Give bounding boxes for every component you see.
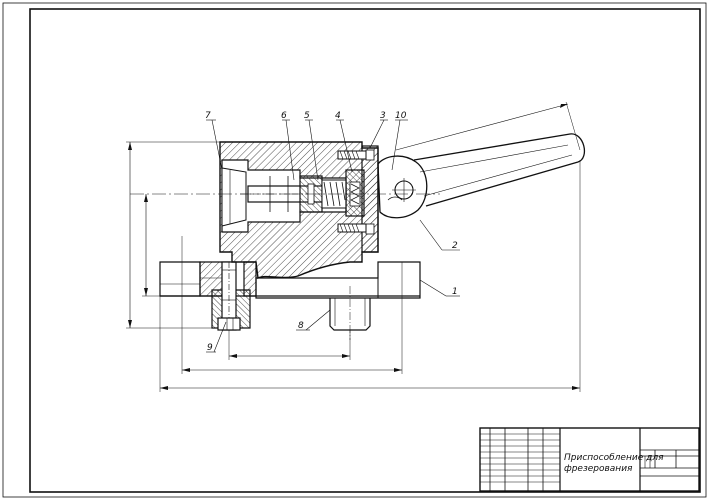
eccentric-cam — [377, 155, 428, 219]
cam-handle — [413, 133, 586, 207]
inner-drawing-frame — [29, 8, 701, 493]
callout-9: 9 — [207, 343, 213, 353]
title-block: Приспособление для фрезерования — [479, 427, 700, 492]
cover-plate — [361, 145, 379, 253]
callout-10: 10 — [395, 111, 407, 121]
callout-4: 4 — [335, 111, 341, 121]
callout-2: 2 — [452, 241, 458, 251]
callout-labels: 7 6 5 4 3 10 2 1 8 9 — [205, 111, 458, 353]
title-line-1: Приспособление для — [564, 453, 664, 463]
leader-lines — [206, 119, 460, 353]
callout-8: 8 — [298, 321, 304, 331]
callout-6: 6 — [281, 111, 287, 121]
fixture-assembly: 7 6 5 4 3 10 2 1 8 9 — [126, 101, 586, 392]
callout-3: 3 — [380, 111, 386, 121]
spring-housing — [345, 169, 365, 217]
cover-screws — [337, 150, 367, 233]
dimension-lines — [126, 101, 581, 392]
title-line-2: фрезерования — [564, 464, 633, 474]
bolt-block — [211, 261, 251, 331]
callout-5: 5 — [304, 111, 310, 121]
callout-1: 1 — [452, 287, 458, 297]
callout-7: 7 — [205, 111, 211, 121]
